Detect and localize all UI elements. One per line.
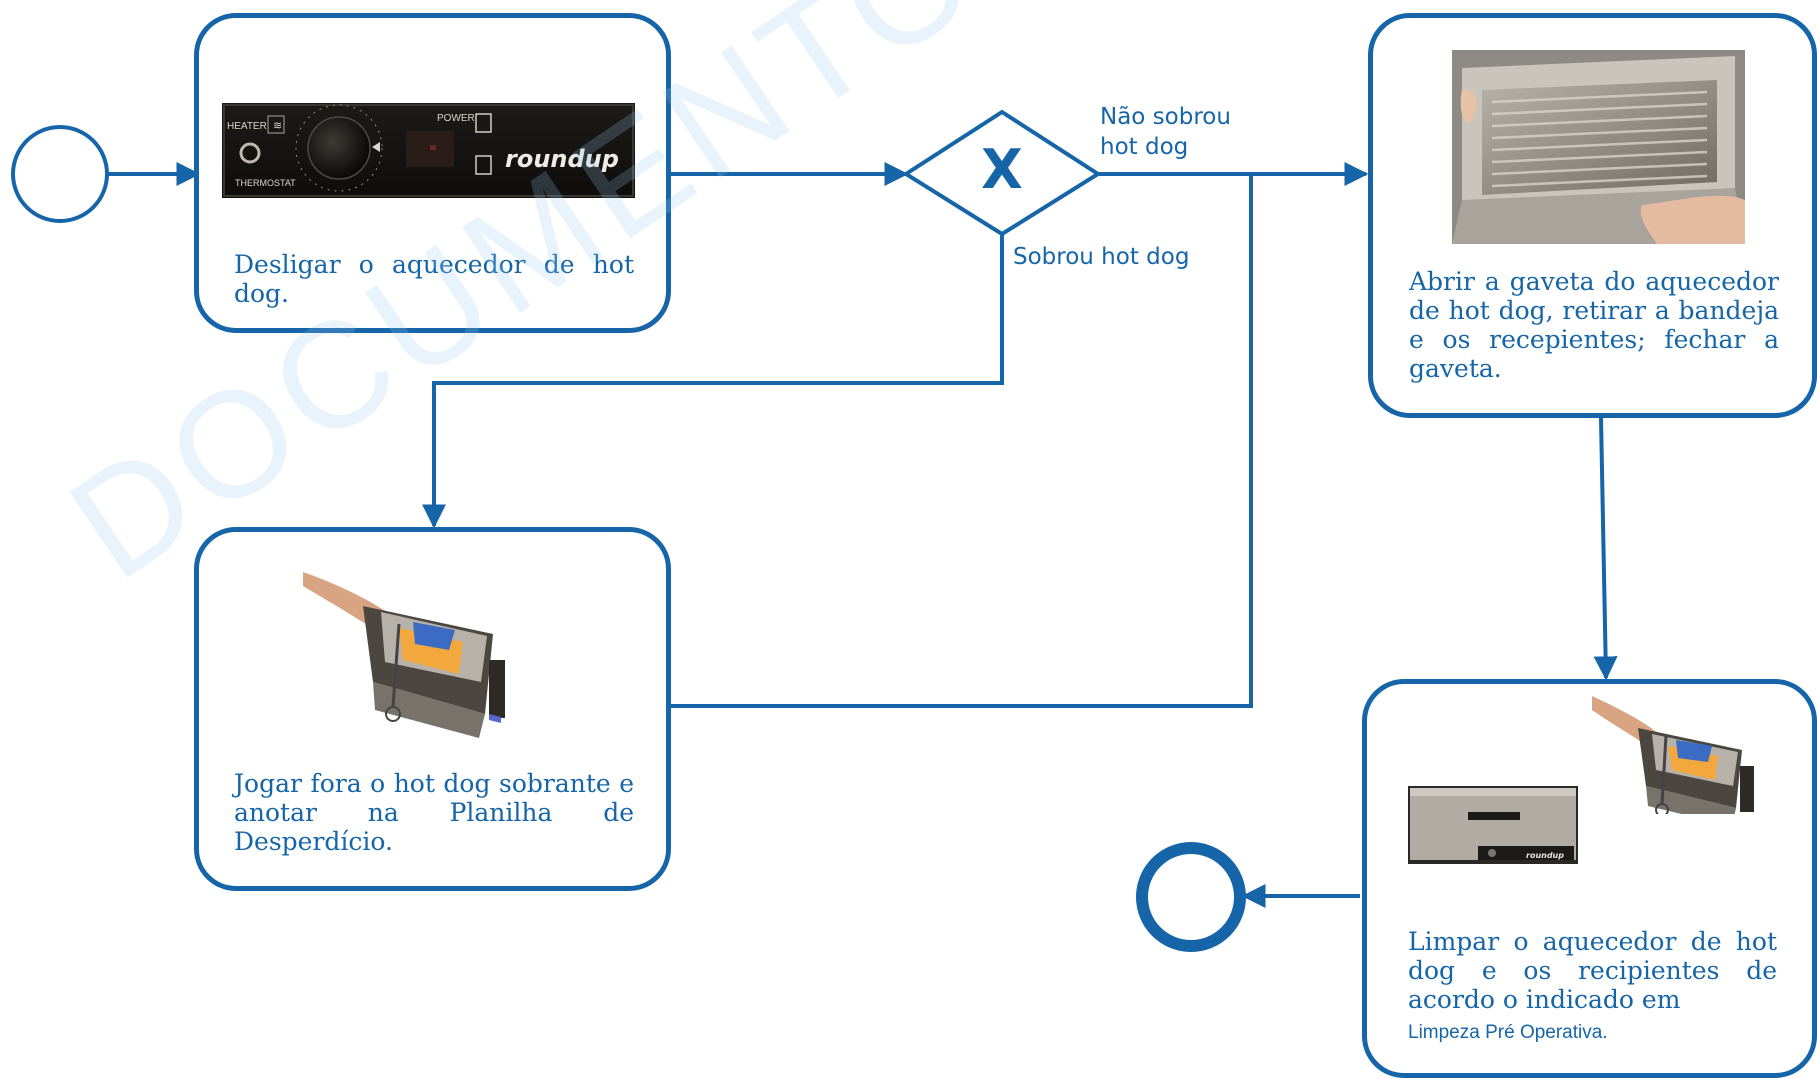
flow-leftover <box>422 234 1004 529</box>
drawer-hot-dog-image-small <box>1592 642 1782 814</box>
task-throw-away-text: Jogar fora o hot dog sobrante e anotar n… <box>234 769 634 856</box>
task-open-drawer-text: Abrir a gaveta do aquecedor de hot dog, … <box>1409 267 1779 383</box>
task-open-drawer: Abrir a gaveta do aquecedor de hot dog, … <box>1368 13 1817 418</box>
task-clean-reference-text: Limpeza Pré Operativa. <box>1408 1022 1608 1043</box>
svg-text:roundup: roundup <box>1526 851 1564 860</box>
flow-label-leftover: Sobrou hot dog <box>1013 244 1190 270</box>
exclusive-gateway <box>902 109 1102 237</box>
task-turn-off-heater-text: Desligar o aquecedor de hot dog. <box>234 250 634 308</box>
flow-open-drawer-to-clean <box>1593 417 1618 681</box>
heater-control-panel-image: HEATER ≋ THERMOSTAT POWER roundup <box>222 103 635 198</box>
end-event <box>1136 842 1246 952</box>
svg-text:POWER: POWER <box>437 113 475 124</box>
task-turn-off-heater: HEATER ≋ THERMOSTAT POWER roundup Deslig… <box>194 13 671 333</box>
task-clean-text: Limpar o aquecedor de hot dog e os recip… <box>1408 927 1777 1047</box>
svg-text:THERMOSTAT: THERMOSTAT <box>235 178 296 188</box>
start-event <box>11 125 109 223</box>
flow-label-no-leftover: Não sobrou hot dog <box>1100 104 1231 160</box>
gateway-x-marker: X <box>981 138 1023 201</box>
svg-text:HEATER: HEATER <box>227 121 267 132</box>
hot-dog-warmer-image: roundup <box>1408 786 1578 864</box>
drawer-hot-dog-image <box>303 564 538 739</box>
svg-text:roundup: roundup <box>505 145 619 173</box>
flow-throw-away-to-open-drawer <box>670 174 1253 708</box>
task-throw-away: Jogar fora o hot dog sobrante e anotar n… <box>194 527 671 891</box>
task-clean-main-text: Limpar o aquecedor de hot dog e os recip… <box>1408 927 1777 1014</box>
drawer-tray-image <box>1452 50 1745 244</box>
task-clean: roundup Limpar o aquecedor de hot dog e … <box>1362 679 1817 1078</box>
svg-text:≋: ≋ <box>273 119 282 132</box>
